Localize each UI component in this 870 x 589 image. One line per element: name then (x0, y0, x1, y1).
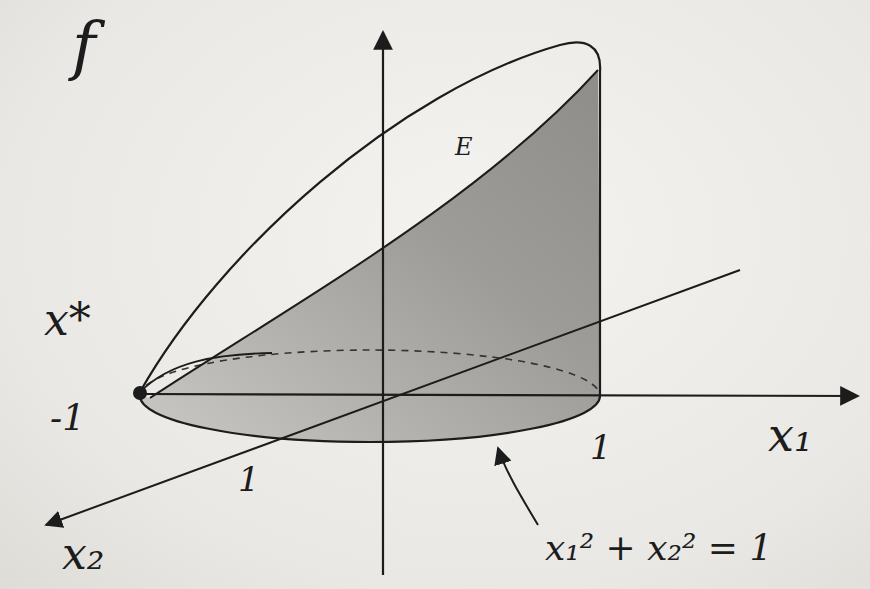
axis-label: x₁ (768, 412, 812, 458)
surface-edge (140, 42, 600, 396)
equation-label: x₁² + x₂² = 1 (545, 530, 772, 566)
surface-inner-edge (150, 70, 598, 398)
shaded-region (140, 70, 600, 442)
axis-label: f (72, 14, 96, 78)
surface-back-edge (140, 353, 272, 392)
leader-arrow (498, 448, 538, 525)
circle-front (140, 396, 600, 442)
f-axis (382, 32, 384, 575)
axis-label: x₂ (62, 532, 104, 576)
minimum-point (133, 386, 147, 400)
circle-back (140, 350, 600, 396)
point-label: x* (44, 298, 91, 342)
x1-axis (140, 394, 858, 396)
tick-label: 1 (238, 462, 260, 496)
tick-label: -1 (50, 400, 85, 436)
tick-label: 1 (590, 430, 612, 464)
surface-label: E (455, 135, 473, 159)
